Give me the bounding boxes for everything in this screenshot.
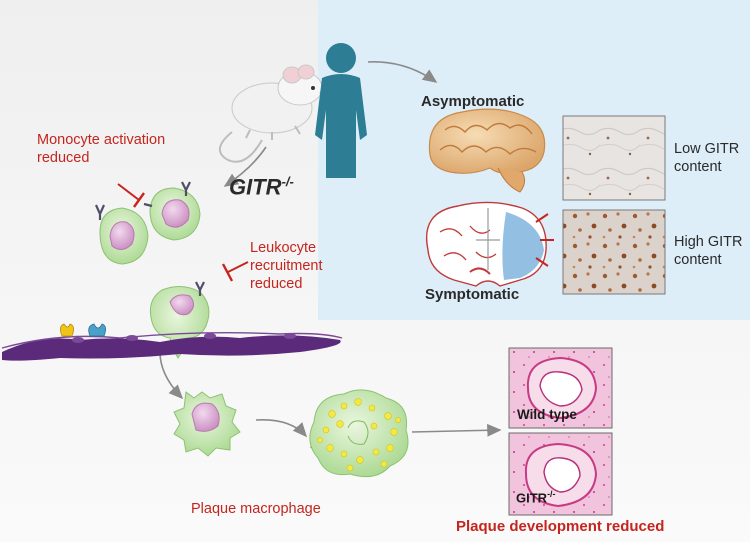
asymptomatic-label: Asymptomatic: [421, 93, 525, 110]
low-gitr-label: Low GITR content: [674, 141, 740, 175]
gitr-ko-section: [508, 432, 613, 516]
monocyte-icon: [143, 181, 201, 241]
gitr-knockout-label: GITR-/-: [229, 174, 294, 200]
wild-type-label: Wild type: [517, 407, 577, 422]
inhibition-icon: [117, 183, 145, 208]
endothelium-icon: [1, 331, 343, 361]
plaque-development-label: Plaque development reduced: [456, 518, 665, 535]
gitr-label-text: GITR: [229, 174, 282, 200]
gitr-ko-section-label: GITR-/-: [516, 489, 556, 505]
monocyte-icon: [94, 204, 149, 265]
brain-section-icon: [426, 201, 554, 287]
receptor-icon: [60, 323, 74, 337]
symptomatic-label: Symptomatic: [425, 286, 520, 303]
gitr-ko-text: GITR: [516, 490, 548, 506]
wild-type-section: [508, 347, 613, 429]
arrow-icon: [367, 61, 438, 83]
arrow-icon: [223, 146, 267, 187]
mouse-icon: [219, 64, 325, 163]
high-gitr-histology: [562, 209, 666, 295]
arrow-icon: [255, 419, 308, 438]
monocyte-activation-label: Monocyte activation reduced: [37, 132, 166, 166]
arrow-icon: [159, 351, 184, 400]
plaque-macrophage-label: Plaque macrophage: [191, 501, 321, 517]
leukocyte-recruitment-label: Leukocyte recruitment reduced: [250, 240, 323, 292]
arrow-icon: [411, 423, 502, 437]
high-gitr-label: High GITR content: [674, 234, 743, 268]
foam-cell-icon: [309, 389, 409, 478]
inhibition-icon: [221, 261, 249, 282]
brain-icon: [428, 108, 546, 193]
monocyte-icon: [149, 281, 210, 359]
gitr-ko-superscript: -/-: [547, 489, 556, 499]
receptor-icon: [88, 323, 106, 337]
gitr-label-superscript: -/-: [281, 174, 294, 189]
human-icon: [315, 43, 367, 178]
low-gitr-histology: [562, 115, 666, 201]
macrophage-icon: [173, 391, 241, 457]
